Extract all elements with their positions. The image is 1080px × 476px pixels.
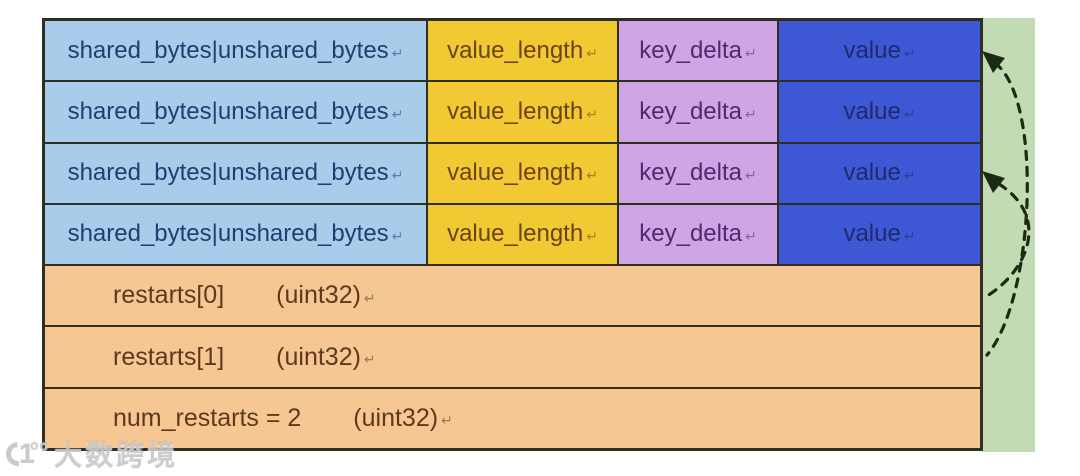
return-mark-icon: ↵ <box>391 45 404 62</box>
watermark-text: 大数跨境 <box>54 440 179 471</box>
cell-label: value_length <box>447 159 584 187</box>
value-cell: value↵ <box>779 143 980 203</box>
return-mark-icon: ↵ <box>745 45 757 62</box>
block-format-table: shared_bytes|unshared_bytes↵ value_lengt… <box>42 18 983 451</box>
watermark: 1 oo 大数跨境 <box>1 434 179 474</box>
key-delta-cell: key_delta↵ <box>619 143 779 203</box>
return-mark-icon: ↵ <box>363 352 376 369</box>
cell-label: key_delta <box>639 159 742 187</box>
shared-bytes-cell: shared_bytes|unshared_bytes↵ <box>45 143 428 203</box>
cell-label: key_delta <box>639 220 742 248</box>
trailer-label: restarts[0] <box>113 281 225 310</box>
value-length-cell: value_length↵ <box>428 21 619 81</box>
return-mark-icon: ↵ <box>391 229 404 246</box>
shared-bytes-cell: shared_bytes|unshared_bytes↵ <box>45 204 428 265</box>
trailer-label: num_restarts = 2 <box>113 403 302 432</box>
record-row: shared_bytes|unshared_bytes↵ value_lengt… <box>45 141 980 203</box>
return-mark-icon: ↵ <box>903 106 916 123</box>
return-mark-icon: ↵ <box>363 290 376 307</box>
shared-bytes-cell: shared_bytes|unshared_bytes↵ <box>45 21 428 81</box>
cell-label: shared_bytes|unshared_bytes <box>67 220 389 248</box>
restart-pointer-lane <box>982 18 1035 452</box>
cell-label: shared_bytes|unshared_bytes <box>67 97 389 125</box>
value-cell: value↵ <box>779 204 980 265</box>
cell-label: shared_bytes|unshared_bytes <box>67 159 389 187</box>
value-length-cell: value_length↵ <box>428 82 619 142</box>
return-mark-icon: ↵ <box>441 413 453 430</box>
cell-label: value <box>843 220 901 248</box>
cell-label: shared_bytes|unshared_bytes <box>67 36 389 64</box>
cell-label: value_length <box>447 97 584 125</box>
key-delta-cell: key_delta↵ <box>619 204 779 265</box>
trailer-type: (uint32) <box>353 403 439 432</box>
value-cell: value↵ <box>779 82 980 142</box>
trailer-type: (uint32) <box>276 281 361 310</box>
value-length-cell: value_length↵ <box>428 204 619 265</box>
cell-label: key_delta <box>639 97 742 125</box>
record-row: shared_bytes|unshared_bytes↵ value_lengt… <box>45 202 980 265</box>
return-mark-icon: ↵ <box>391 106 404 123</box>
return-mark-icon: ↵ <box>745 168 757 185</box>
return-mark-icon: ↵ <box>391 168 404 185</box>
return-mark-icon: ↵ <box>586 168 598 185</box>
cell-label: key_delta <box>639 36 742 64</box>
return-mark-icon: ↵ <box>903 168 916 185</box>
key-delta-cell: key_delta↵ <box>619 21 779 81</box>
trailer-label: restarts[1] <box>113 342 225 371</box>
value-length-cell: value_length↵ <box>428 143 619 203</box>
return-mark-icon: ↵ <box>745 106 757 123</box>
return-mark-icon: ↵ <box>586 106 598 123</box>
cell-label: value <box>843 97 901 125</box>
cell-label: value_length <box>447 36 584 64</box>
trailer-type: (uint32) <box>276 342 361 371</box>
return-mark-icon: ↵ <box>903 45 916 62</box>
cell-label: value_length <box>447 220 584 248</box>
cell-label: value <box>843 36 901 64</box>
cell-label: value <box>843 159 901 187</box>
shared-bytes-cell: shared_bytes|unshared_bytes↵ <box>45 82 428 142</box>
return-mark-icon: ↵ <box>586 45 598 62</box>
return-mark-icon: ↵ <box>745 229 757 246</box>
watermark-logo: 1 oo <box>1 436 50 472</box>
watermark-logo-sup: oo <box>30 437 50 453</box>
return-mark-icon: ↵ <box>586 229 598 246</box>
return-mark-icon: ↵ <box>903 229 916 246</box>
watermark-logo-digit: 1 <box>19 438 35 469</box>
record-row: shared_bytes|unshared_bytes↵ value_lengt… <box>45 80 980 142</box>
num-restarts-row: num_restarts = 2 (uint32) ↵ <box>45 386 980 448</box>
value-cell: value↵ <box>779 21 980 81</box>
record-row: shared_bytes|unshared_bytes↵ value_lengt… <box>45 21 980 81</box>
restarts-1-row: restarts[1] (uint32) ↵ <box>45 325 980 387</box>
key-delta-cell: key_delta↵ <box>619 82 779 142</box>
restarts-0-row: restarts[0] (uint32) ↵ <box>45 264 980 326</box>
